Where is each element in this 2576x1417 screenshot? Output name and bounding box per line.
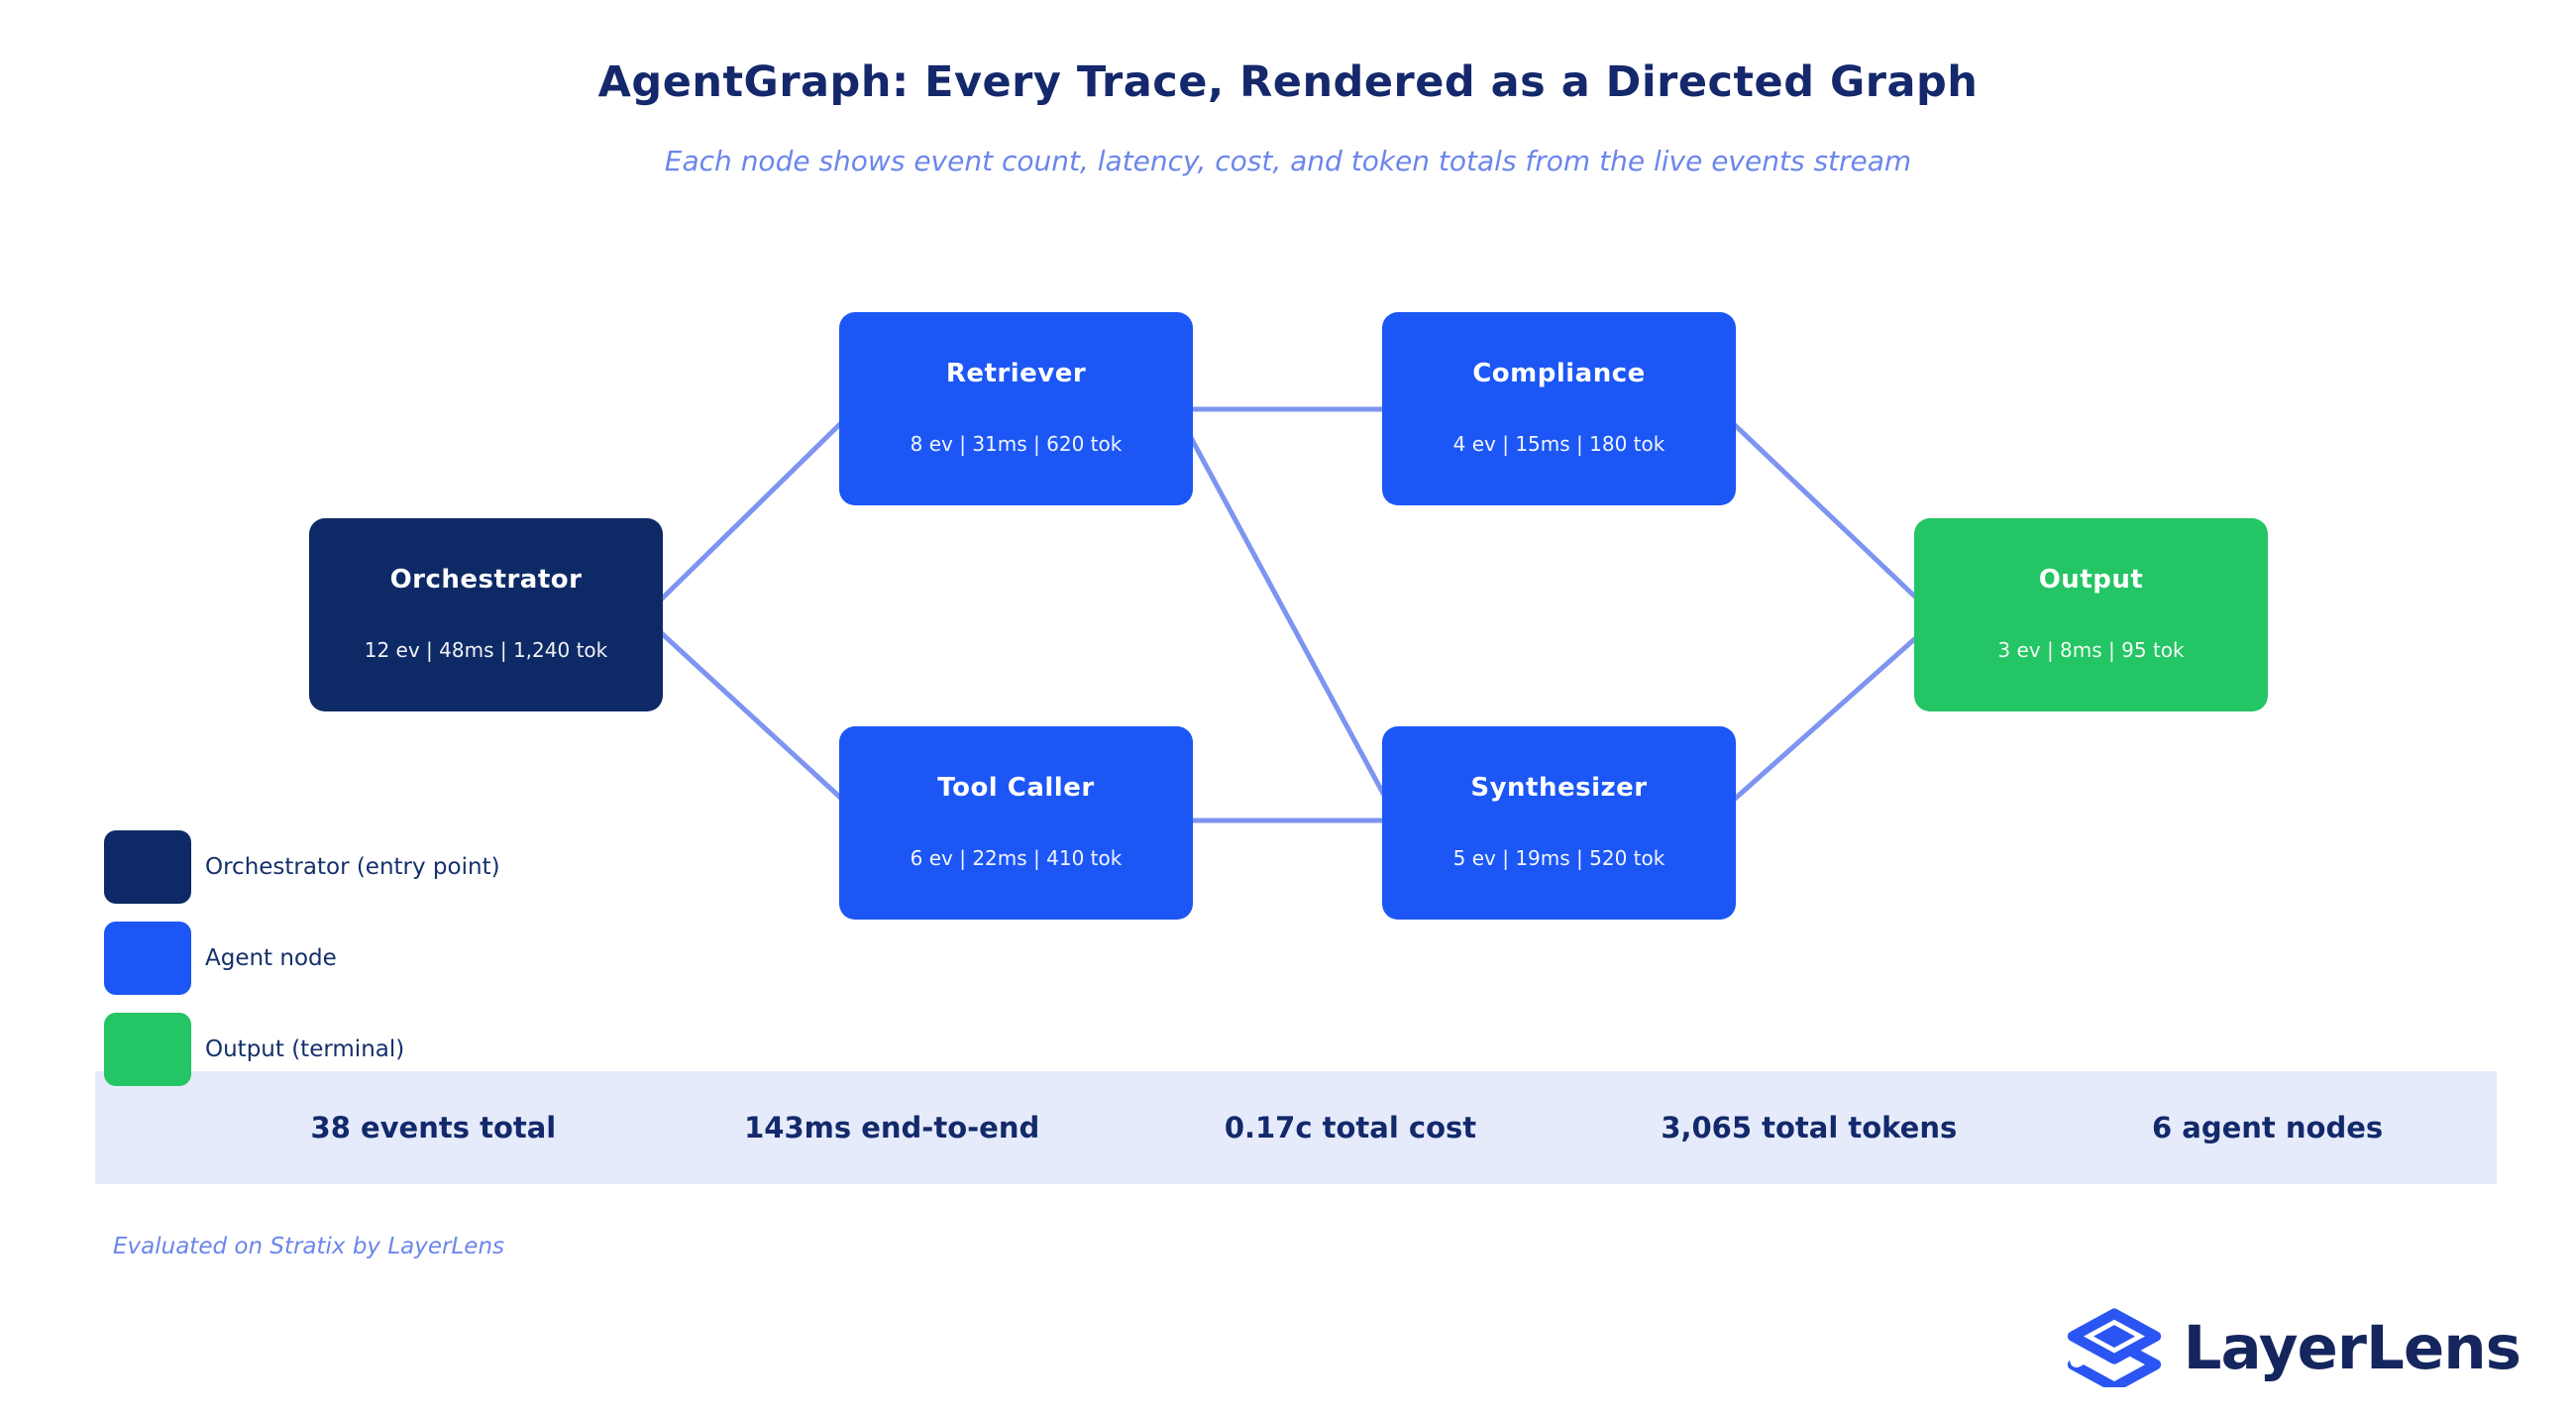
node-orchestrator: Orchestrator 12 ev | 48ms | 1,240 tok bbox=[309, 518, 663, 711]
node-orchestrator-label: Orchestrator bbox=[389, 565, 583, 596]
layers-icon bbox=[2067, 1308, 2161, 1387]
edge-synthesizer-output bbox=[1731, 631, 1923, 803]
brand-logo: LayerLens bbox=[2067, 1308, 2522, 1387]
legend: Orchestrator (entry point) Agent node Ou… bbox=[104, 830, 500, 1104]
stat-agent-nodes: 6 agent nodes bbox=[2152, 1111, 2384, 1144]
stat-end-to-end-latency: 143ms end-to-end bbox=[744, 1111, 1040, 1144]
summary-stats-bar: 38 events total 143ms end-to-end 0.17c t… bbox=[95, 1071, 2497, 1184]
node-retriever-label: Retriever bbox=[945, 359, 1087, 389]
page-subtitle: Each node shows event count, latency, co… bbox=[664, 145, 1912, 177]
legend-row-agent: Agent node bbox=[104, 922, 500, 995]
node-retriever: Retriever 8 ev | 31ms | 620 tok bbox=[839, 312, 1193, 505]
node-synthesizer: Synthesizer 5 ev | 19ms | 520 tok bbox=[1382, 726, 1736, 920]
legend-label-agent: Agent node bbox=[205, 945, 337, 971]
page-title: AgentGraph: Every Trace, Rendered as a D… bbox=[597, 57, 1979, 107]
legend-swatch-entry bbox=[104, 830, 191, 904]
node-synthesizer-label: Synthesizer bbox=[1470, 773, 1648, 804]
node-compliance: Compliance 4 ev | 15ms | 180 tok bbox=[1382, 312, 1736, 505]
stat-total-cost: 0.17c total cost bbox=[1224, 1111, 1477, 1144]
edge-orchestrator-retriever bbox=[651, 413, 851, 609]
node-output: Output 3 ev | 8ms | 95 tok bbox=[1914, 518, 2268, 711]
node-compliance-label: Compliance bbox=[1472, 359, 1646, 389]
edge-orchestrator-tool-caller bbox=[651, 623, 851, 808]
stat-total-tokens: 3,065 total tokens bbox=[1661, 1111, 1958, 1144]
legend-label-terminal: Output (terminal) bbox=[205, 1036, 405, 1062]
legend-swatch-agent bbox=[104, 922, 191, 995]
node-output-label: Output bbox=[2038, 565, 2144, 596]
node-compliance-stats: 4 ev | 15ms | 180 tok bbox=[1452, 431, 1665, 456]
stat-total-events: 38 events total bbox=[310, 1111, 557, 1144]
node-output-stats: 3 ev | 8ms | 95 tok bbox=[1997, 637, 2185, 662]
legend-row-entry: Orchestrator (entry point) bbox=[104, 830, 500, 904]
node-tool-caller: Tool Caller 6 ev | 22ms | 410 tok bbox=[839, 726, 1193, 920]
node-synthesizer-stats: 5 ev | 19ms | 520 tok bbox=[1452, 845, 1665, 870]
legend-row-terminal: Output (terminal) bbox=[104, 1013, 500, 1086]
legend-label-entry: Orchestrator (entry point) bbox=[205, 854, 500, 880]
node-tool-caller-stats: 6 ev | 22ms | 410 tok bbox=[910, 845, 1123, 870]
node-tool-caller-label: Tool Caller bbox=[937, 773, 1095, 804]
evaluation-note: Evaluated on Stratix by LayerLens bbox=[113, 1234, 505, 1259]
node-retriever-stats: 8 ev | 31ms | 620 tok bbox=[910, 431, 1123, 456]
legend-swatch-terminal bbox=[104, 1013, 191, 1086]
edge-compliance-output bbox=[1731, 421, 1923, 604]
node-orchestrator-stats: 12 ev | 48ms | 1,240 tok bbox=[364, 637, 608, 662]
edge-retriever-synthesizer bbox=[1186, 431, 1390, 804]
brand-name: LayerLens bbox=[2183, 1312, 2522, 1383]
